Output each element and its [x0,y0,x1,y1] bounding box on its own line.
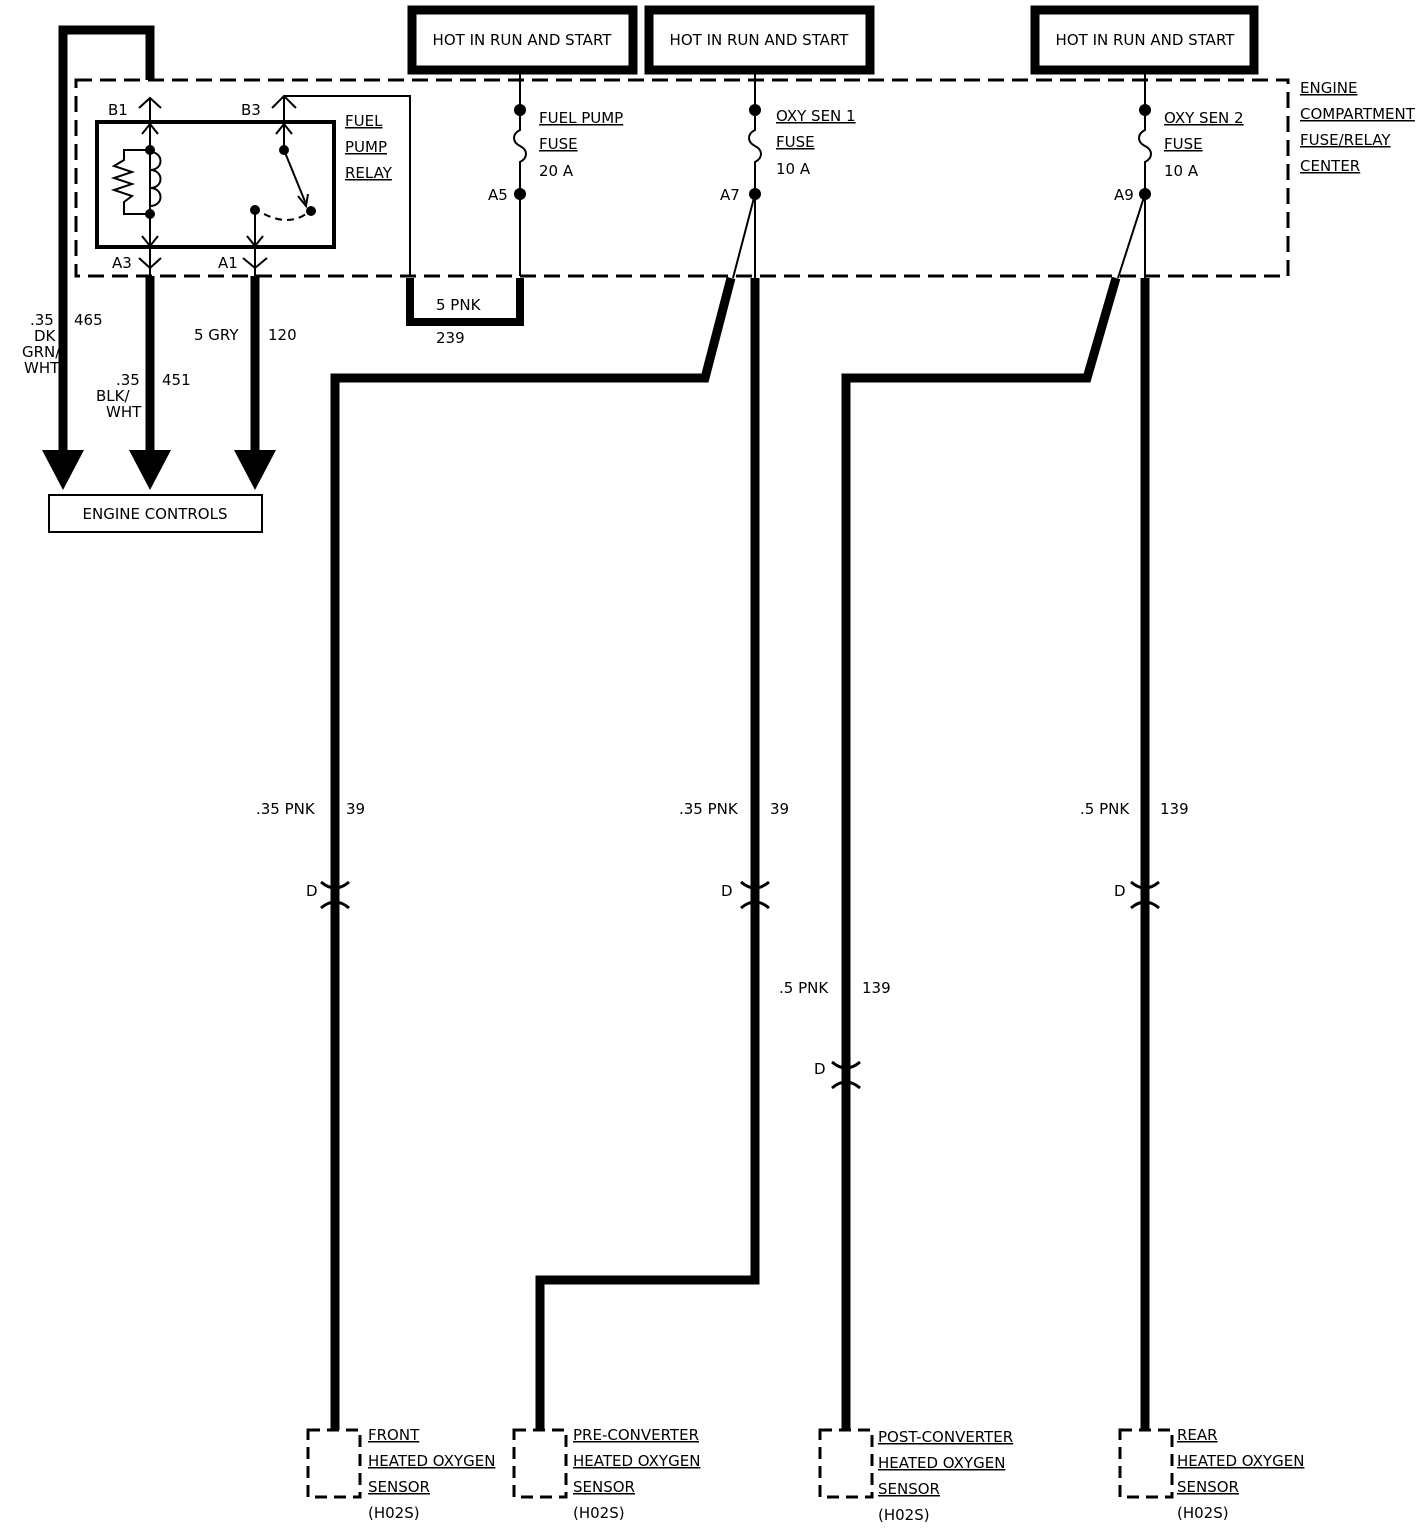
wire-239-circuit: 239 [436,329,465,347]
relay-label-2: PUMP [345,138,387,156]
wire-139-rear-circuit: 139 [1160,800,1189,818]
wire-451-gauge-3: WHT [106,403,142,421]
sensor-post-abbr: (H02S) [878,1506,930,1524]
wire-120: 5 GRY 120 [194,276,297,490]
power-source-1: HOT IN RUN AND START [407,5,638,75]
wire-139-rear: .5 PNK 139 [1080,194,1189,1430]
terminal-a3: A3 [112,254,132,272]
wire-39-front-circuit: 39 [346,800,365,818]
fuse-fuel-pump-terminal: A5 [488,186,508,204]
wire-139-post: .5 PNK 139 [779,193,1146,1430]
fuse-oxy1-label-2: FUSE [776,133,815,151]
sensor-rear-label-2: HEATED OXYGEN [1177,1452,1304,1470]
connector-d-3-label: D [1114,882,1126,900]
wire-39-pre-gauge: .35 PNK [679,800,739,818]
wire-139-post-gauge: .5 PNK [779,979,829,997]
fuse-oxy1-label-3: 10 A [776,160,811,178]
wire-465-gauge-1: .35 [30,311,54,329]
sensor-rear-label-1: REAR [1177,1426,1218,1444]
fuse-center-label-1: ENGINE [1300,79,1357,97]
wire-465-gauge-4: WHT [24,359,60,377]
connector-d-1-label: D [306,882,318,900]
sensor-rear-abbr: (H02S) [1177,1504,1229,1522]
wire-465-gauge-3: GRN/ [22,343,61,361]
connector-d-3: D [1114,880,1160,910]
power-source-3: HOT IN RUN AND START [1030,5,1259,75]
sensor-front-abbr: (H02S) [368,1504,420,1522]
sensor-post-label-2: HEATED OXYGEN [878,1454,1005,1472]
sensor-front-label-1: FRONT [368,1426,420,1444]
fuse-oxy2-label-2: FUSE [1164,135,1203,153]
wire-451-gauge-2: BLK/ [96,387,130,405]
relay-label-1: FUEL [345,112,383,130]
fuse-relay-center: ENGINE COMPARTMENT FUSE/RELAY CENTER [74,78,1416,278]
power-source-3-label: HOT IN RUN AND START [1056,31,1236,49]
fuse-fuel-pump-label-2: FUSE [539,135,578,153]
terminal-b1: B1 [108,101,128,119]
wire-465: .35 DK GRN/ WHT 465 [22,25,155,490]
power-source-2-label: HOT IN RUN AND START [670,31,850,49]
terminal-b3: B3 [241,101,261,119]
sensor-post-label-3: SENSOR [878,1480,940,1498]
fuel-pump-relay: FUEL PUMP RELAY B1 B3 A3 A1 [95,94,393,276]
fuse-oxy1-terminal: A7 [720,186,740,204]
fuse-oxy2-terminal: A9 [1114,186,1134,204]
relay-label-3: RELAY [345,164,393,182]
connector-d-4: D [814,1060,861,1090]
power-source-1-label: HOT IN RUN AND START [433,31,613,49]
fuse-fuel-pump: FUEL PUMP FUSE 20 A A5 [488,70,623,204]
wire-451: .35 BLK/ WHT 451 [96,276,191,490]
wire-451-gauge-1: .35 [116,371,140,389]
fuse-oxy-sen-1: OXY SEN 1 FUSE 10 A A7 [720,70,856,204]
fuse-center-label-2: COMPARTMENT [1300,105,1416,123]
connector-d-1: D [306,880,350,910]
fuse-center-label-4: CENTER [1300,157,1360,175]
connector-d-2: D [721,880,770,910]
sensor-post-converter: POST-CONVERTER HEATED OXYGEN SENSOR (H02… [818,1428,1013,1524]
fuse-oxy2-label-1: OXY SEN 2 [1164,109,1244,127]
wire-239: 5 PNK 239 [284,95,524,347]
sensor-post-label-1: POST-CONVERTER [878,1428,1013,1446]
fuse-oxy1-label-1: OXY SEN 1 [776,107,856,125]
sensor-front-label-2: HEATED OXYGEN [368,1452,495,1470]
terminal-a1: A1 [218,254,238,272]
fuse-center-label-3: FUSE/RELAY [1300,131,1391,149]
fuse-oxy-sen-2: OXY SEN 2 FUSE 10 A A9 [1114,70,1244,204]
engine-controls-label: ENGINE CONTROLS [83,505,228,523]
wire-451-circuit: 451 [162,371,191,389]
sensor-front-label-3: SENSOR [368,1478,430,1496]
wire-139-rear-gauge: .5 PNK [1080,800,1130,818]
connector-d-2-label: D [721,882,733,900]
wire-239-gauge: 5 PNK [436,296,482,314]
wire-120-gauge: 5 GRY [194,326,239,344]
wire-39-front: .35 PNK 39 [256,193,756,1430]
power-source-2: HOT IN RUN AND START [644,5,875,75]
wire-39-pre: .35 PNK 39 [535,194,789,1430]
sensor-pre-label-1: PRE-CONVERTER [573,1426,699,1444]
sensor-front: FRONT HEATED OXYGEN SENSOR (H02S) [306,1426,495,1522]
wire-139-post-circuit: 139 [862,979,891,997]
wire-39-front-gauge: .35 PNK [256,800,316,818]
fuse-fuel-pump-label-1: FUEL PUMP [539,109,623,127]
sensor-pre-converter: PRE-CONVERTER HEATED OXYGEN SENSOR (H02S… [512,1426,700,1522]
wire-120-circuit: 120 [268,326,297,344]
wire-465-circuit: 465 [74,311,103,329]
wire-39-pre-circuit: 39 [770,800,789,818]
sensor-rear-label-3: SENSOR [1177,1478,1239,1496]
fuse-oxy2-label-3: 10 A [1164,162,1199,180]
connector-d-4-label: D [814,1060,826,1078]
sensor-rear: REAR HEATED OXYGEN SENSOR (H02S) [1118,1426,1304,1522]
engine-controls: ENGINE CONTROLS [48,494,263,533]
sensor-pre-label-2: HEATED OXYGEN [573,1452,700,1470]
fuse-fuel-pump-label-3: 20 A [539,162,574,180]
sensor-pre-abbr: (H02S) [573,1504,625,1522]
sensor-pre-label-3: SENSOR [573,1478,635,1496]
wire-465-gauge-2: DK [34,327,57,345]
